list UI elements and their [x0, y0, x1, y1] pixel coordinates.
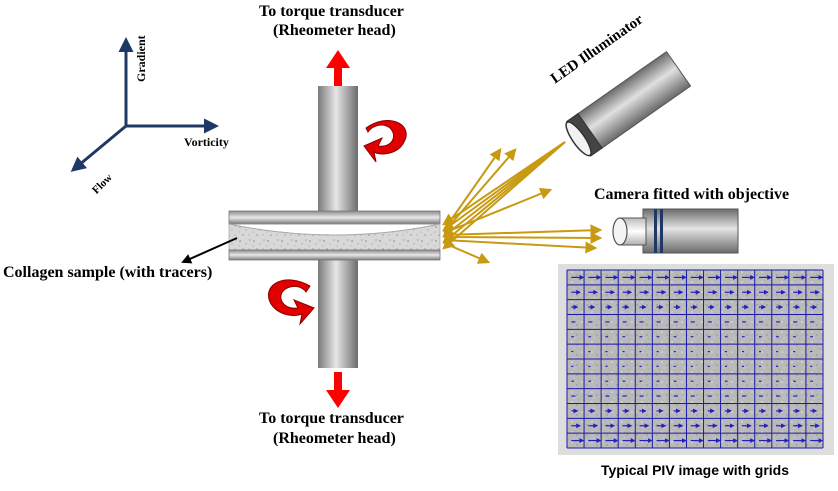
gradient-axis-label: Gradient: [134, 35, 148, 82]
top-transducer-label-line1: To torque transducer: [259, 3, 404, 20]
piv-image-caption: Typical PIV image with grids: [601, 462, 790, 478]
piv-grid: [566, 269, 824, 449]
bottom-red-arrow: [326, 372, 350, 408]
piv-vectors: [571, 275, 824, 443]
lower-rotation-arrow: [267, 279, 315, 326]
camera-label: Camera fitted with objective: [594, 186, 790, 203]
flow-axis: [70, 124, 127, 172]
coordinate-axes: [70, 37, 219, 172]
piv-image: [558, 264, 834, 455]
vorticity-axis-label: Vorticity: [184, 135, 229, 149]
led-illuminator: [565, 50, 692, 157]
upper-plate: [228, 210, 441, 225]
lower-plate: [228, 249, 441, 261]
camera: [612, 208, 739, 254]
scattered-rays: [443, 148, 603, 264]
collagen-sample-label: Collagen sample (with tracers): [3, 264, 213, 281]
top-transducer-label-line2: (Rheometer head): [273, 22, 396, 39]
top-red-arrow: [326, 50, 350, 86]
sample-pointer-arrow: [181, 237, 238, 264]
collagen-sample: [228, 223, 441, 251]
upper-shaft: [318, 86, 358, 214]
bottom-transducer-label-line1: To torque transducer: [259, 410, 404, 427]
lower-shaft: [318, 246, 358, 368]
upper-rotation-arrow: [363, 120, 407, 163]
bottom-transducer-label-line2: (Rheometer head): [273, 430, 396, 447]
